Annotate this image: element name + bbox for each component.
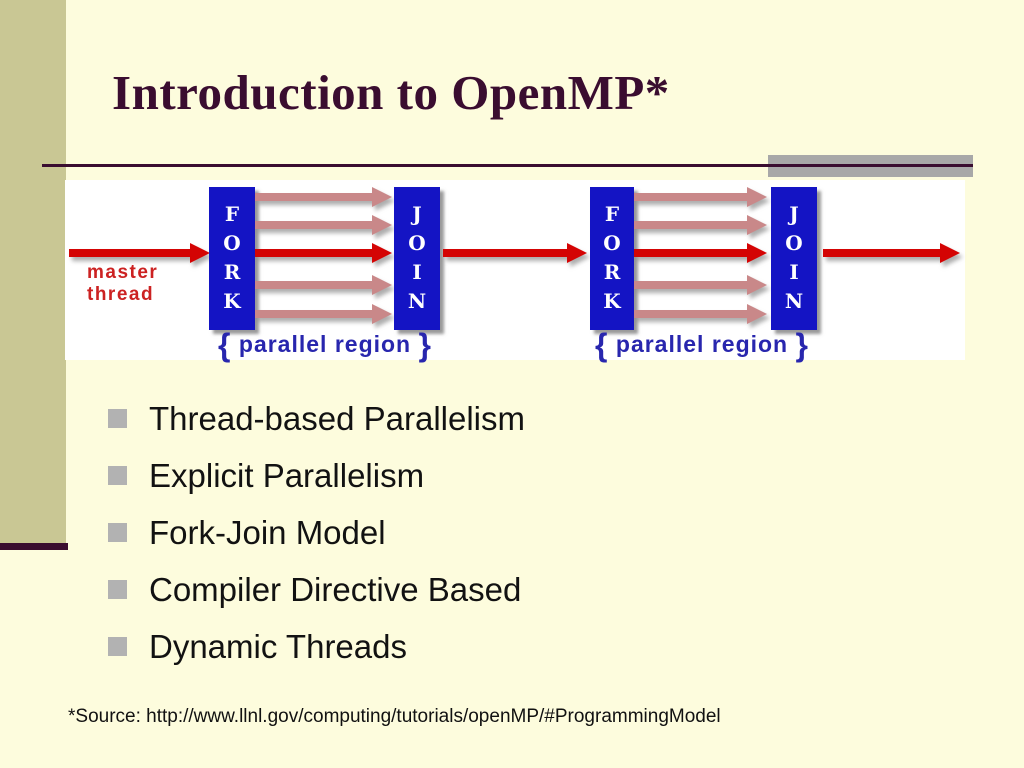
join-label: JOIN — [784, 202, 804, 313]
parallel-region-text: parallel region — [238, 331, 412, 357]
list-item: Fork-Join Model — [108, 504, 525, 561]
join-label: JOIN — [407, 202, 427, 313]
brace-close: } — [418, 327, 432, 363]
fork-join-diagram: master thread FORK JOIN { parallel regio… — [65, 180, 965, 363]
bullet-list: Thread-based Parallelism Explicit Parall… — [108, 390, 525, 675]
bullet-text: Dynamic Threads — [149, 627, 407, 665]
source-footnote: *Source: http://www.llnl.gov/computing/t… — [68, 706, 721, 727]
fork-label: FORK — [223, 202, 241, 313]
left-accent-bar — [0, 0, 66, 545]
fork-label: FORK — [603, 202, 621, 313]
left-accent-bar-cap — [0, 543, 68, 550]
join-block-2: JOIN — [771, 187, 817, 330]
list-item: Explicit Parallelism — [108, 447, 525, 504]
page-title: Introduction to OpenMP* — [112, 65, 670, 120]
list-item: Thread-based Parallelism — [108, 390, 525, 447]
list-item: Compiler Directive Based — [108, 561, 525, 618]
fork-block-2: FORK — [590, 187, 634, 330]
bullet-square-icon — [108, 523, 127, 542]
join-block-1: JOIN — [394, 187, 440, 330]
parallel-region-text: parallel region — [615, 331, 789, 357]
parallel-region-label-1: { parallel region } — [209, 327, 441, 364]
brace-open: { — [218, 327, 232, 363]
brace-open: { — [595, 327, 609, 363]
bullet-text: Explicit Parallelism — [149, 456, 425, 494]
master-thread-label: master thread — [87, 262, 159, 305]
bullet-text: Thread-based Parallelism — [149, 399, 526, 437]
bullet-square-icon — [108, 409, 127, 428]
bullet-text: Fork-Join Model — [149, 513, 386, 551]
fork-block-1: FORK — [209, 187, 255, 330]
bullet-square-icon — [108, 466, 127, 485]
bullet-square-icon — [108, 580, 127, 599]
list-item: Dynamic Threads — [108, 618, 525, 675]
bullet-text: Compiler Directive Based — [149, 570, 522, 608]
bullet-square-icon — [108, 637, 127, 656]
parallel-region-label-2: { parallel region } — [586, 327, 818, 364]
brace-close: } — [795, 327, 809, 363]
title-underline — [42, 164, 973, 167]
